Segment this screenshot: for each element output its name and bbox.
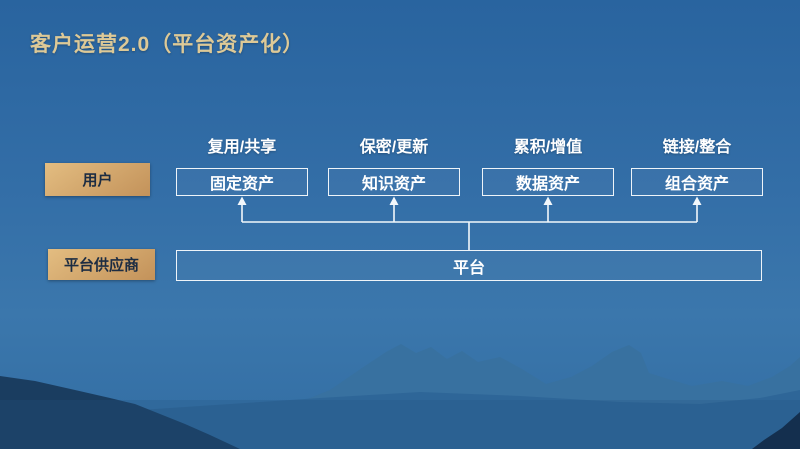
left-dark-mountain bbox=[0, 376, 240, 449]
row-label-platform-supplier: 平台供应商 bbox=[48, 249, 155, 280]
slide-title: 客户运营2.0（平台资产化） bbox=[30, 33, 305, 56]
asset-box-fixed-text: 固定资产 bbox=[209, 176, 274, 193]
attr-label-accumulate-appreciate: 累积/增值 bbox=[513, 139, 583, 156]
asset-box-data-text: 数据资产 bbox=[515, 176, 580, 193]
right-dark-corner bbox=[752, 412, 800, 449]
platform-box: 平台 bbox=[176, 250, 762, 281]
row-label-platform-supplier-text: 平台供应商 bbox=[63, 257, 139, 274]
asset-box-composite: 组合资产 bbox=[631, 168, 763, 196]
attr-label-link-integrate: 链接/整合 bbox=[662, 139, 732, 156]
attr-label-confidential-update: 保密/更新 bbox=[359, 139, 429, 156]
platform-box-text: 平台 bbox=[452, 259, 485, 277]
asset-box-fixed: 固定资产 bbox=[176, 168, 308, 196]
row-label-user-text: 用户 bbox=[82, 172, 113, 189]
bottom-haze bbox=[0, 400, 800, 449]
asset-box-composite-text: 组合资产 bbox=[664, 176, 729, 193]
asset-box-data: 数据资产 bbox=[482, 168, 614, 196]
asset-box-knowledge: 知识资产 bbox=[328, 168, 460, 196]
row-label-user: 用户 bbox=[45, 163, 150, 196]
attr-label-reuse-share: 复用/共享 bbox=[207, 139, 277, 156]
asset-box-knowledge-text: 知识资产 bbox=[361, 176, 426, 193]
